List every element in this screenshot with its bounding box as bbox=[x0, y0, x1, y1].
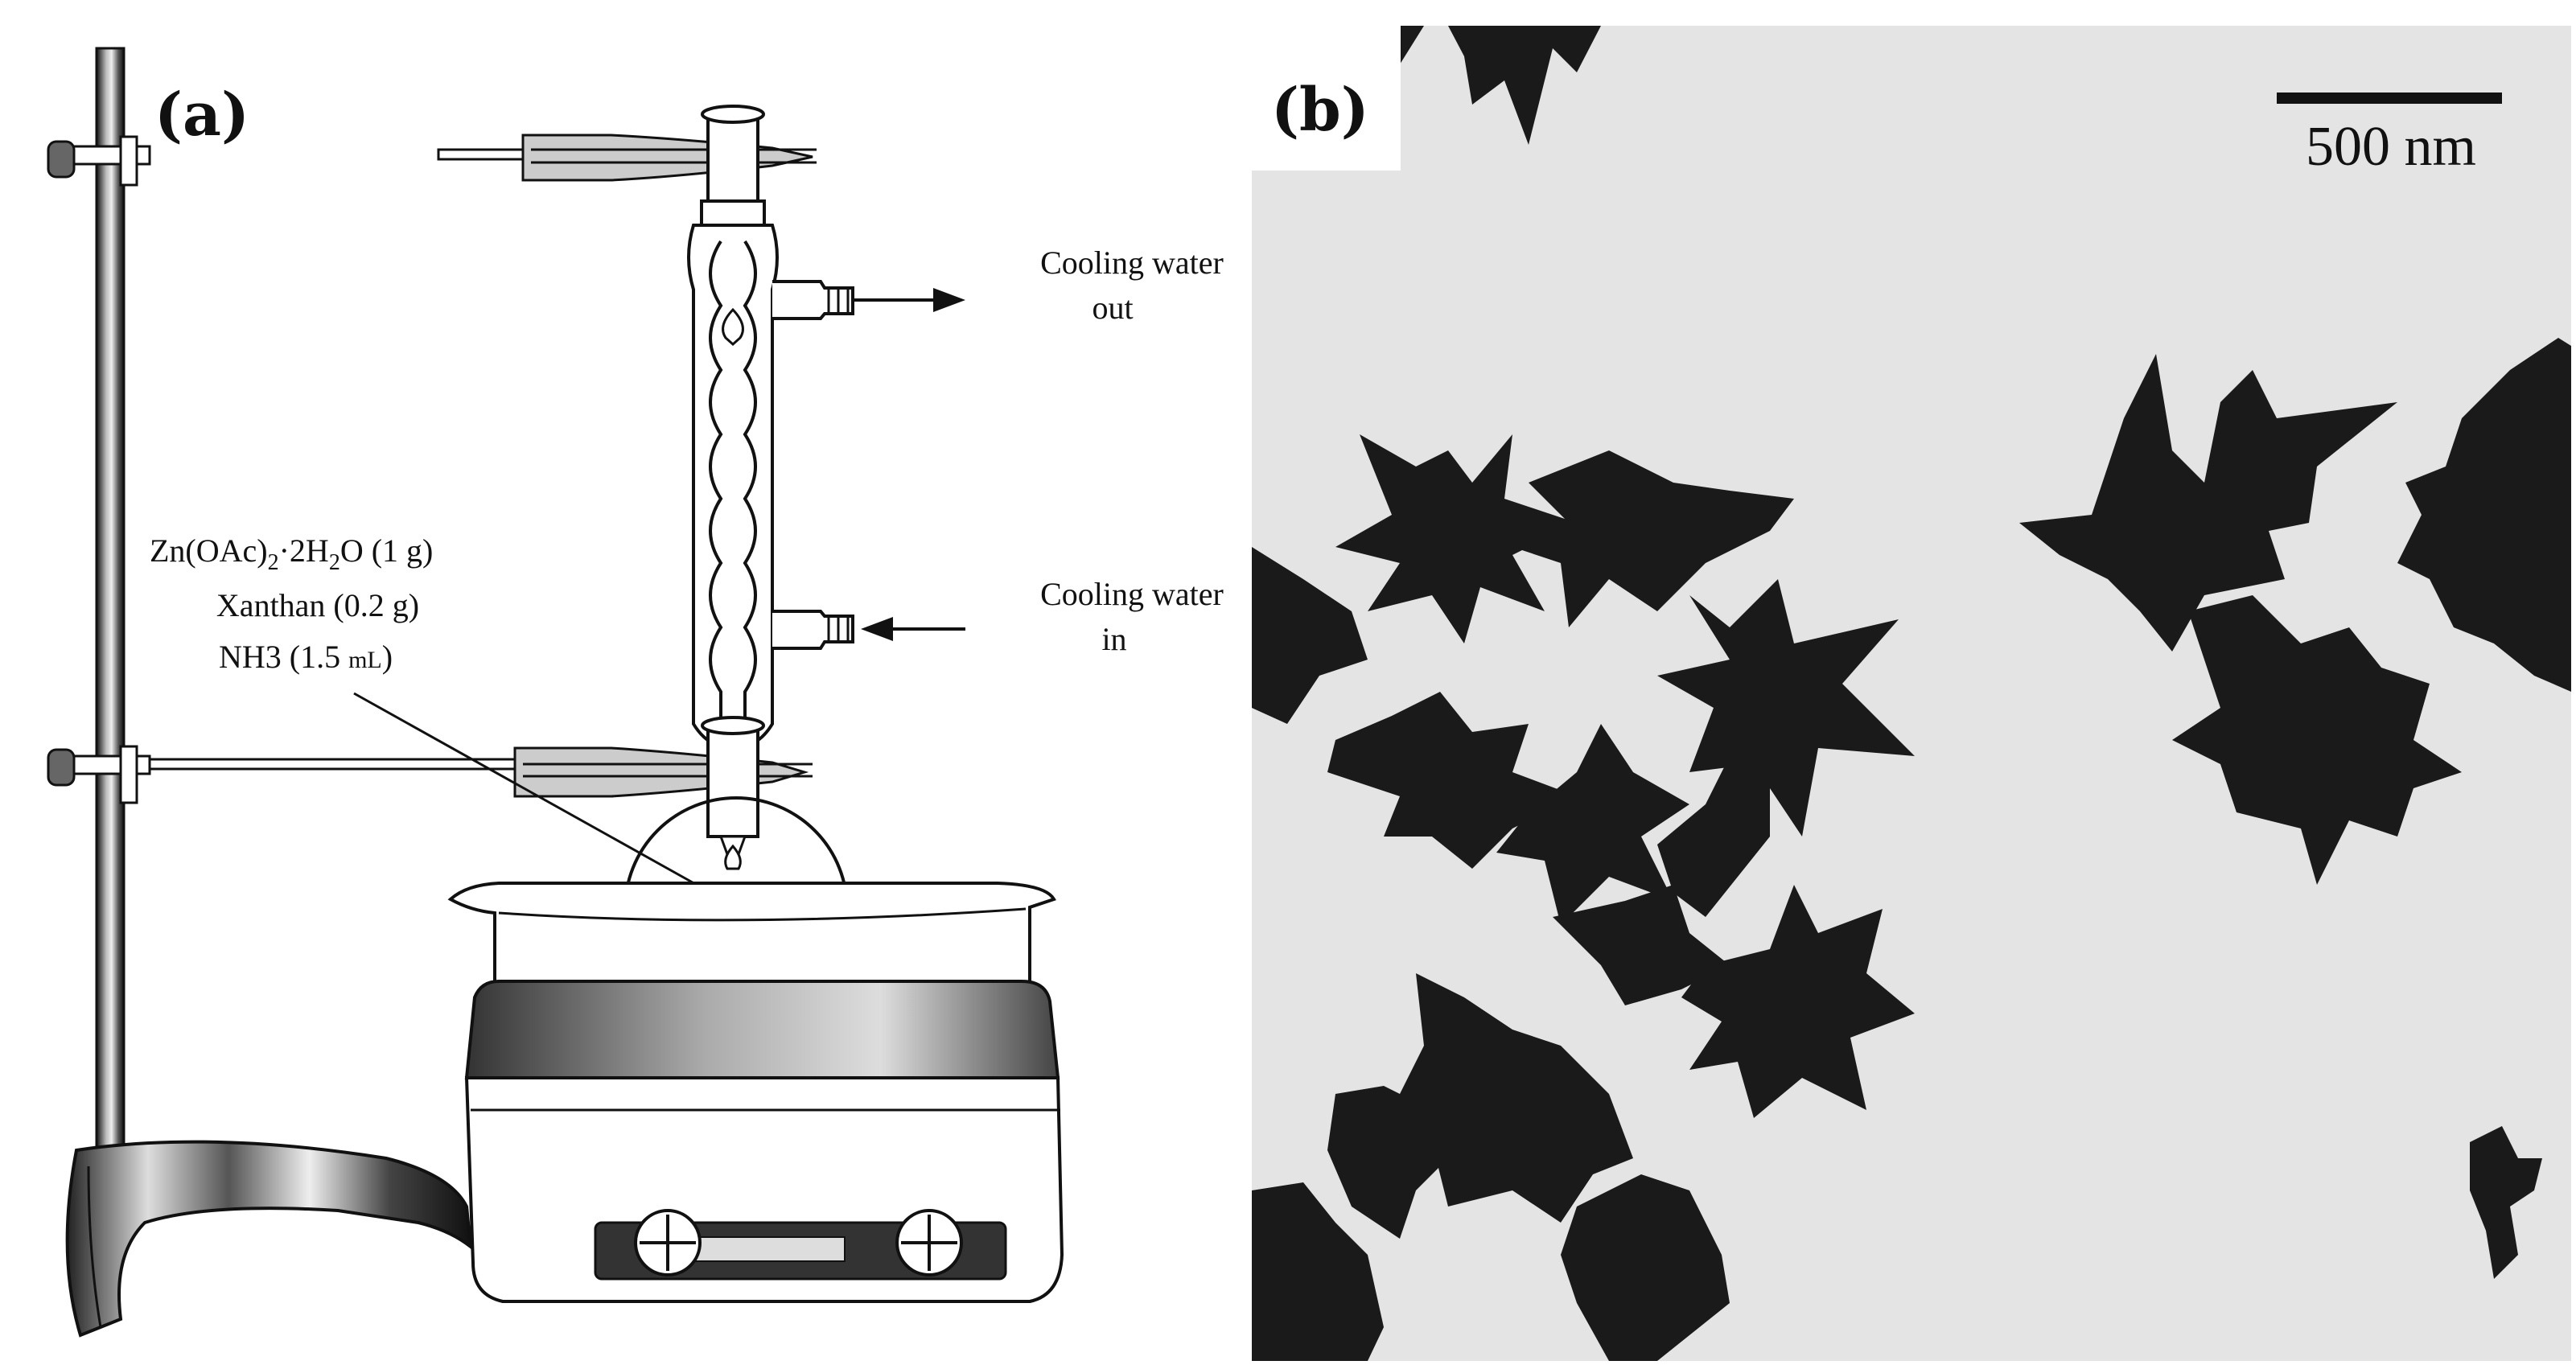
upper-boss-clamp bbox=[47, 135, 151, 187]
retort-stand-rod bbox=[95, 47, 126, 1256]
reagent-line-1-sub2: 2 bbox=[329, 550, 340, 575]
panel-b-letter-box bbox=[1252, 26, 1401, 171]
cooling-out-label: Cooling water out bbox=[1040, 245, 1232, 326]
reagent-line-3-unit: mL bbox=[348, 647, 382, 673]
cooling-in-label: Cooling water in bbox=[1040, 576, 1232, 657]
particle-left-edge bbox=[1252, 547, 1368, 724]
particle-center-right-star bbox=[1681, 885, 1915, 1118]
particle-bottom-corner bbox=[1252, 1182, 1384, 1361]
retort-stand-base bbox=[65, 1140, 473, 1338]
particle-left-middle bbox=[1327, 692, 1577, 869]
reagent-line-1-a: Zn(OAc) bbox=[150, 532, 268, 569]
reagent-line-3: NH3 (1.5 mL) bbox=[219, 639, 393, 675]
nanoparticles bbox=[1252, 26, 2571, 1361]
panel-b-letter: (b) bbox=[1271, 76, 1369, 145]
drip-spade-upper bbox=[722, 307, 744, 347]
reagent-line-1-c: O (1 g) bbox=[340, 532, 434, 569]
reagent-line-1: Zn(OAc)2·2H2O (1 g) bbox=[150, 532, 433, 575]
particle-right-large-star bbox=[2019, 354, 2397, 652]
reagent-pointer-line bbox=[353, 692, 705, 890]
hot-plate-stirrer bbox=[464, 980, 1064, 1303]
panel-b-tem-micrograph: (b) 500 nm bbox=[1252, 26, 2571, 1361]
particle-center-spike bbox=[1657, 708, 1770, 917]
cooling-water-out-arrow bbox=[854, 288, 965, 312]
upper-clamp-arm bbox=[437, 134, 817, 182]
panel-a-apparatus: (a) Cooling water out Cooling water in Z… bbox=[47, 47, 1232, 1338]
particle-right-cluster bbox=[2172, 595, 2462, 885]
particle-bottom-center bbox=[1561, 1174, 1730, 1361]
cooling-in-line2: in bbox=[1101, 621, 1126, 657]
panel-a-letter: (a) bbox=[154, 80, 249, 150]
reagent-line-3-c: ) bbox=[382, 639, 393, 675]
particle-center-small-star bbox=[1496, 724, 1689, 925]
cooling-in-line1: Cooling water bbox=[1040, 576, 1224, 612]
outlet-nozzle-upper bbox=[772, 280, 854, 320]
particle-center-lower bbox=[1553, 885, 1730, 1005]
cooling-out-line1: Cooling water bbox=[1040, 245, 1224, 281]
particle-bottom-left-cluster bbox=[1400, 973, 1633, 1223]
particle-cluster-left-2 bbox=[1512, 450, 1794, 627]
particle-cluster-left-1 bbox=[1335, 434, 1577, 643]
scale-bar-label: 500 nm bbox=[2306, 116, 2476, 178]
particle-large-star-center bbox=[1657, 579, 1915, 837]
cooling-out-line2: out bbox=[1092, 290, 1133, 326]
scale-bar-line bbox=[2277, 92, 2502, 104]
cooling-water-in-arrow bbox=[861, 617, 965, 641]
reagent-line-3-a: NH3 (1.5 bbox=[219, 639, 348, 675]
reagent-line-2: Xanthan (0.2 g) bbox=[216, 587, 419, 623]
particle-right-edge-top bbox=[2397, 338, 2571, 692]
particle-right-small bbox=[2470, 1126, 2542, 1279]
reagent-line-1-sub1: 2 bbox=[268, 550, 279, 575]
drip-tip bbox=[724, 844, 742, 870]
reagent-line-1-b: ·2H bbox=[279, 532, 329, 569]
particle-bottom-left-edge bbox=[1327, 1086, 1448, 1239]
particle-top-center bbox=[1448, 26, 1601, 145]
reflux-condenser bbox=[687, 105, 854, 870]
inlet-nozzle-lower bbox=[772, 610, 854, 650]
